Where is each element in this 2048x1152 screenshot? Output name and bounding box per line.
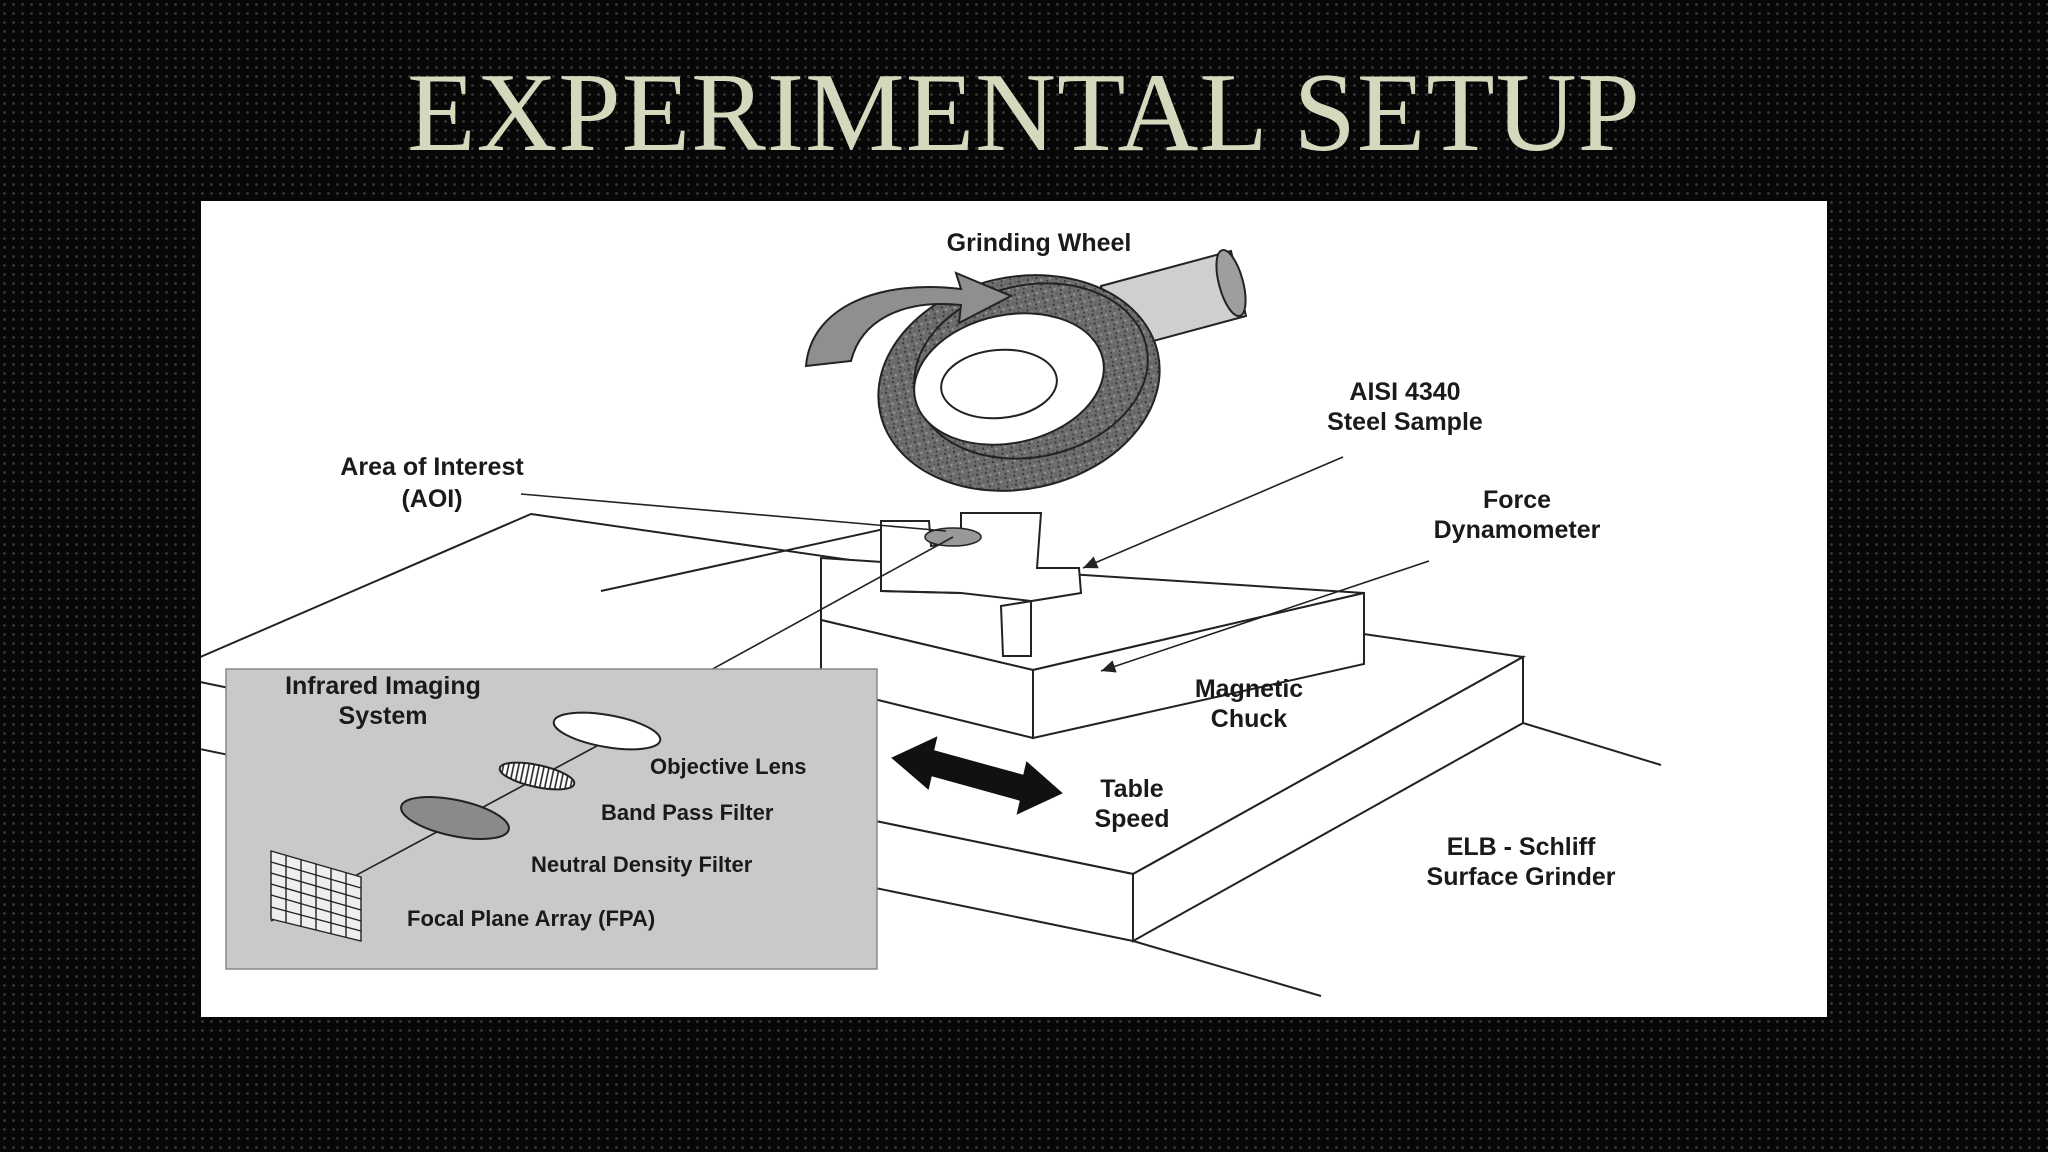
objective-lens-label: Objective Lens: [650, 754, 807, 779]
neutral-density-filter-icon: [400, 796, 510, 840]
table-speed-label-line1: Table: [1100, 775, 1164, 803]
objective-lens-icon: [552, 711, 662, 751]
band-pass-filter-icon: [498, 761, 576, 791]
slide-title: EXPERIMENTAL SETUP: [407, 51, 1641, 175]
focal-plane-array-icon: [270, 850, 362, 942]
steel-sample-label-line1: AISI 4340: [1349, 378, 1460, 406]
rotation-arrow-icon: [804, 271, 1014, 368]
focal-plane-array-label: Focal Plane Array (FPA): [407, 906, 655, 931]
band-pass-filter-label: Band Pass Filter: [601, 800, 774, 825]
table-speed-label-line2: Speed: [1094, 805, 1169, 833]
magnetic-chuck-label-line1: Magnetic: [1195, 675, 1303, 703]
table-speed-double-arrow: [891, 736, 1063, 815]
force-dynamometer-label-line1: Force: [1483, 486, 1551, 514]
diagram-panel: Grinding Wheel AISI 4340 Steel Sample Ar…: [201, 201, 1827, 1017]
leader-lines: [520, 456, 1430, 673]
surface-grinder-label-line2: Surface Grinder: [1427, 863, 1616, 891]
neutral-density-filter-label: Neutral Density Filter: [531, 852, 753, 877]
force-dynamometer-label-line2: Dynamometer: [1434, 516, 1601, 544]
area-of-interest-label-line1: Area of Interest: [340, 453, 524, 481]
magnetic-chuck-label-line2: Chuck: [1211, 705, 1288, 733]
grinding-wheel-label: Grinding Wheel: [947, 229, 1132, 257]
infrared-system-label-line2: System: [339, 702, 428, 730]
surface-grinder-label-line1: ELB - Schliff: [1447, 833, 1596, 861]
steel-sample-label-line2: Steel Sample: [1327, 408, 1483, 436]
area-of-interest-label-line2: (AOI): [401, 485, 462, 513]
infrared-imaging-inset: [225, 668, 878, 970]
grinding-wheel: [877, 274, 1161, 492]
infrared-system-label-line1: Infrared Imaging: [285, 672, 481, 700]
